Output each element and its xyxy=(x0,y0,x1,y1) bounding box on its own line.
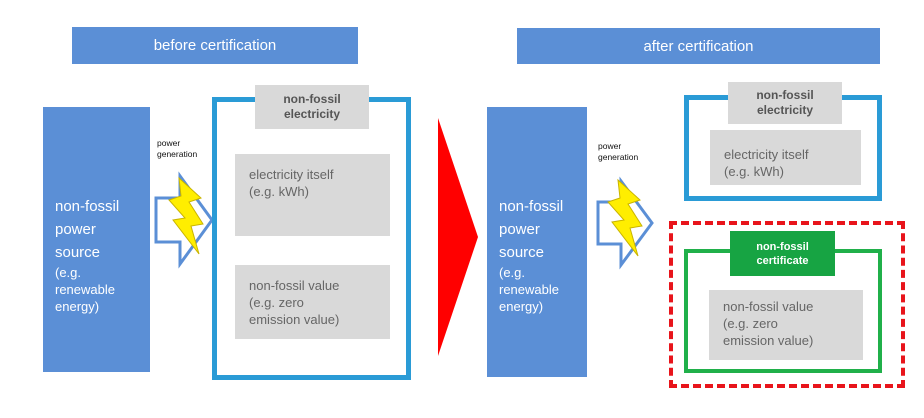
before-non-fossil-electricity-tag: non-fossil electricity xyxy=(255,85,369,129)
after-power-source-box: non-fossil power source (e.g. renewable … xyxy=(487,107,587,377)
before-certification-header: before certification xyxy=(72,27,358,64)
before-non-fossil-value-box: non-fossil value (e.g. zero emission val… xyxy=(235,265,390,339)
after-source-title: non-fossil power source xyxy=(499,198,564,261)
after-non-fossil-value-box: non-fossil value (e.g. zero emission val… xyxy=(709,290,863,360)
red-triangle-arrow-icon xyxy=(438,118,478,356)
before-header-label: before certification xyxy=(153,37,277,54)
before-source-example: (e.g. renewable energy) xyxy=(55,265,115,314)
before-lightning-bolt-icon xyxy=(168,176,204,255)
before-electricity-itself-box: electricity itself (e.g. kWh) xyxy=(235,154,390,236)
after-lightning-bolt-icon xyxy=(607,178,643,257)
after-certification-header: after certification xyxy=(517,28,880,64)
after-non-fossil-certificate-tag: non-fossil certificate xyxy=(730,231,835,276)
before-power-source-box: non-fossil power source (e.g. renewable … xyxy=(43,107,150,372)
before-power-generation-label: power generation xyxy=(157,138,198,159)
after-electricity-itself-box: electricity itself (e.g. kWh) xyxy=(710,130,861,185)
after-non-fossil-electricity-tag: non-fossil electricity xyxy=(728,82,842,124)
before-source-title: non-fossil power source xyxy=(55,198,120,261)
after-certification-dashed-frame xyxy=(669,221,905,388)
after-power-generation-label: power generation xyxy=(598,141,639,162)
after-header-label: after certification xyxy=(643,37,754,55)
after-source-example: (e.g. renewable energy) xyxy=(499,265,559,314)
